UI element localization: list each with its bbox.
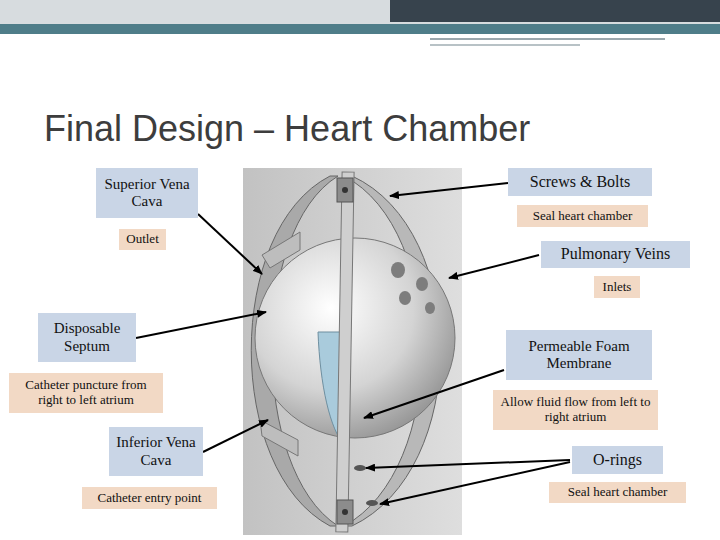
part-name: Superior Vena Cava [99,176,195,211]
part-name: Disposable Septum [41,320,133,355]
part-name: O-rings [593,451,642,469]
note-box: Seal heart chamber [549,482,686,503]
part-name: Permeable Foam Membrane [509,338,649,373]
top-line [430,44,580,46]
note-text: Allow fluid flow from left to right atri… [496,395,655,425]
o-ring [354,465,366,471]
bolt [337,500,353,524]
note-box: Catheter puncture from right to left atr… [9,373,163,413]
part-name: Pulmonary Veins [561,245,670,263]
part-box: Inferior Vena Cava [109,427,203,476]
part-box: Permeable Foam Membrane [506,330,652,380]
leader-arrow [203,420,268,452]
top-band [0,0,720,24]
inlet-hole [391,262,405,278]
note-text: Seal heart chamber [533,209,633,224]
leader-arrow [380,462,570,504]
leader-arrow [390,183,508,196]
part-box: Screws & Bolts [508,168,652,196]
render-background [243,168,462,535]
note-box: Catheter entry point [82,487,217,509]
bolt-head [342,187,348,193]
part-box: Pulmonary Veins [541,241,690,268]
leader-arrow [364,370,504,418]
bolt [337,178,353,202]
top-bar [390,0,720,22]
inlet-hole [399,291,411,305]
note-text: Seal heart chamber [568,485,668,500]
top-stripe [0,24,720,34]
inlet-hole [425,302,435,314]
part-box: Superior Vena Cava [96,168,198,218]
note-text: Catheter entry point [98,491,202,506]
part-box: Disposable Septum [38,313,136,362]
note-box: Outlet [119,229,166,250]
housing-tab [260,420,298,456]
leader-arrow [198,214,262,274]
bolt-head [342,509,348,515]
note-box: Allow fluid flow from left to right atri… [493,390,658,430]
leader-arrow [366,460,570,468]
note-text: Catheter puncture from right to left atr… [12,378,160,408]
inlet-hole [416,277,428,291]
part-name: Inferior Vena Cava [112,434,200,469]
o-ring [366,500,378,506]
slide-title: Final Design – Heart Chamber [44,108,530,150]
part-box: O-rings [572,446,663,474]
chamber-sphere [255,238,455,438]
part-name: Screws & Bolts [530,173,630,191]
leader-arrow [449,255,539,278]
note-text: Inlets [603,280,632,295]
leader-arrow [136,312,266,338]
note-text: Outlet [126,232,159,247]
top-line [430,38,665,40]
split-flange [336,172,354,532]
note-box: Seal heart chamber [517,205,648,227]
note-box: Inlets [594,276,640,298]
